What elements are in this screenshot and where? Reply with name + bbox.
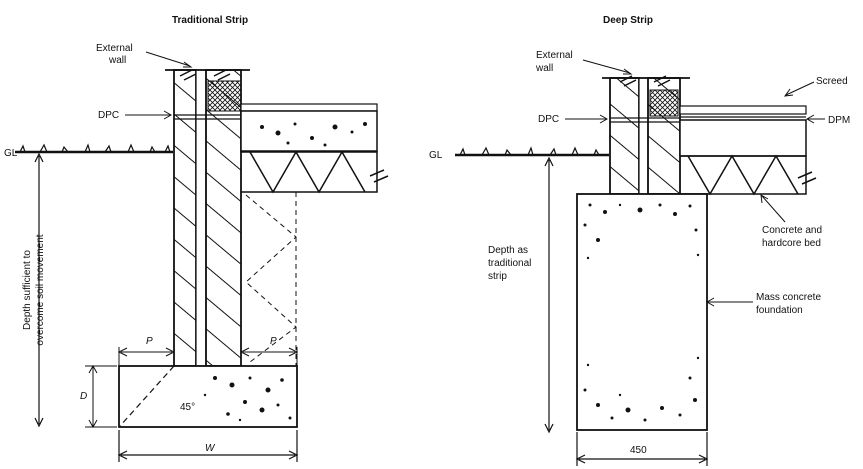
floor-break-marks-right	[797, 171, 817, 185]
foundation-aggregate	[203, 376, 292, 422]
cavity-right	[638, 77, 649, 195]
screed-label: Screed	[816, 76, 848, 87]
w-label: W	[205, 443, 216, 454]
gl-label-left: GL	[4, 148, 18, 159]
depth-dimension	[34, 152, 44, 428]
p-dimension-right	[239, 347, 299, 366]
external-wall-leader-right	[582, 59, 633, 75]
external-wall-label-line1: External	[96, 43, 133, 54]
mass-concrete-leader	[705, 297, 753, 307]
wall-break-marks-right	[619, 75, 671, 87]
deep-strip-diagram: Deep Strip GL	[429, 15, 850, 466]
width-label: 450	[630, 445, 647, 456]
p-dimension-left	[117, 347, 176, 366]
dpc-label-left: DPC	[98, 110, 119, 121]
w-dimension	[117, 430, 299, 462]
hardcore-zigzag-right	[680, 154, 807, 196]
p-label-left: P	[146, 336, 153, 347]
screed-leader	[783, 81, 815, 97]
width-dimension	[575, 432, 709, 466]
depth-label-line1: Depth sufficient to	[22, 250, 33, 330]
dpc-label-right: DPC	[538, 114, 559, 125]
slab-aggregate	[260, 122, 367, 147]
dashed-excavation	[245, 192, 297, 368]
depth-label-right-line2: traditional	[488, 258, 531, 269]
traditional-strip-diagram: Traditional Strip GL	[4, 15, 389, 462]
floor-break-marks	[369, 169, 389, 183]
depth-label-line2: overcome soil movement	[35, 234, 46, 345]
dpc-leader-right	[565, 114, 609, 124]
strip-foundation	[118, 365, 298, 428]
deep-strip-title: Deep Strip	[603, 15, 653, 26]
angle-line	[119, 365, 175, 427]
d-label: D	[80, 391, 87, 402]
dpm-label: DPM	[828, 115, 850, 126]
mass-concrete-label-line1: Mass concrete	[756, 292, 821, 303]
hardcore-zigzag	[241, 150, 378, 194]
concrete-leader	[760, 194, 786, 223]
mass-concrete-foundation	[576, 193, 708, 431]
concrete-label-line2: hardcore bed	[762, 238, 821, 249]
floor-screed-right	[679, 105, 807, 115]
insulation-block-right	[649, 89, 679, 117]
grass-tufts-right	[459, 146, 600, 156]
gl-label-right: GL	[429, 150, 443, 161]
floor-slab	[240, 110, 378, 152]
d-dimension	[85, 364, 117, 429]
angle-label: 45°	[180, 402, 195, 413]
floor-slab-right	[679, 119, 807, 157]
outer-wall-leaf-right	[609, 77, 640, 195]
mass-concrete-aggregate	[583, 203, 700, 422]
dpm-leader	[805, 114, 825, 124]
external-wall-label-right-line1: External	[536, 50, 573, 61]
depth-label-right-line1: Depth as	[488, 245, 528, 256]
depth-label-right-line3: strip	[488, 271, 507, 282]
mass-concrete-label-line2: foundation	[756, 305, 803, 316]
insulation-block	[207, 80, 242, 112]
wall-break-marks	[179, 69, 231, 81]
external-wall-label-line2: wall	[108, 55, 126, 66]
p-label-right: P	[270, 336, 277, 347]
grass-tufts-left	[19, 143, 171, 153]
depth-dimension-right	[544, 156, 554, 434]
external-wall-label-right-line2: wall	[535, 63, 553, 74]
external-wall-leader-left	[145, 51, 193, 68]
dpc-leader-left	[125, 110, 173, 120]
concrete-label-line1: Concrete and	[762, 225, 822, 236]
traditional-strip-title: Traditional Strip	[172, 15, 248, 26]
floor-screed	[240, 103, 378, 112]
